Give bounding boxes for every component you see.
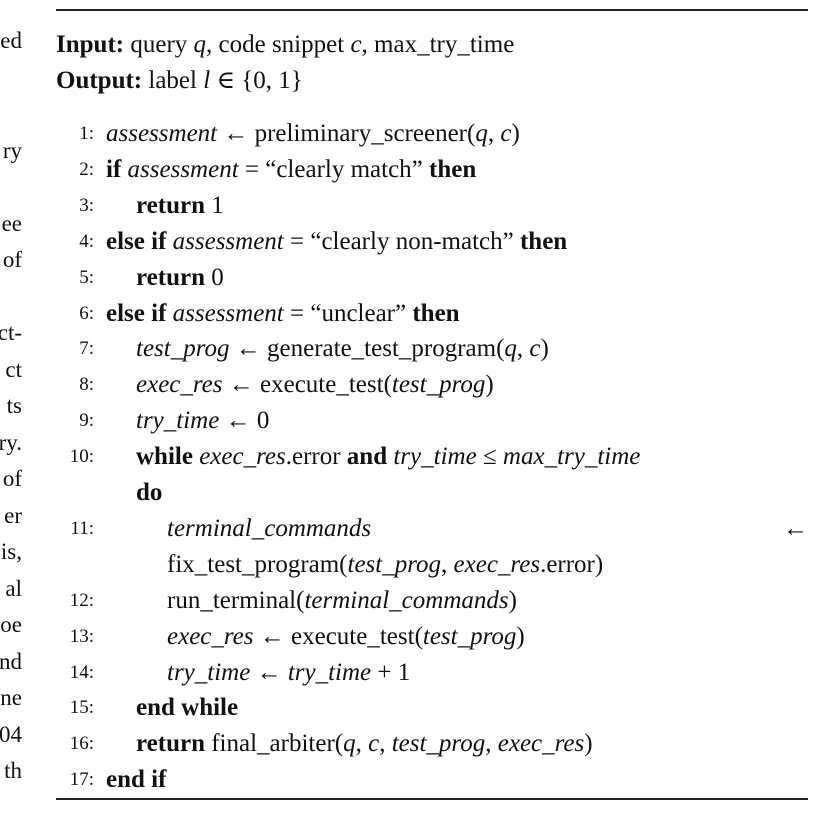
line-number: 5: [79, 266, 94, 288]
line-text: end while [136, 694, 239, 722]
left-text-fragment: ry. [0, 429, 22, 455]
line-number: 17: [69, 769, 94, 791]
line-text: run_terminal(terminal_commands) [167, 586, 517, 614]
line-text: do [136, 479, 163, 506]
output-text: label l ∈ {0, 1} [148, 67, 303, 94]
algorithm-line: fix_test_program(test_prog, exec_res.err… [56, 548, 808, 582]
left-text-fragment: ne [0, 685, 22, 710]
line-number: 7: [79, 338, 94, 360]
left-text-fragment: ct- [0, 320, 22, 345]
line-text: return 1 [136, 191, 224, 219]
line-number: 4: [79, 230, 94, 252]
line-number: 12: [69, 589, 94, 611]
line-number: 8: [79, 374, 94, 396]
line-number: 10: [69, 446, 94, 468]
algorithm-line: 8: exec_res ← execute_test(test_prog) [56, 368, 808, 402]
algorithm-line: 13: exec_res ← execute_test(test_prog) [56, 620, 808, 654]
algorithm-line: 3: return 1 [56, 189, 808, 223]
line-number: 11: [70, 517, 94, 539]
line-text: else if assessment = “unclear” then [106, 299, 460, 327]
algorithm-line: 7: test_prog ← generate_test_program(q, c… [56, 332, 808, 366]
left-text-fragment: of [2, 247, 22, 272]
algorithm-line: 4: else if assessment = “clearly non-matc… [56, 225, 808, 259]
left-text-fragment: nd [0, 648, 22, 674]
left-text-fragment: oe [0, 612, 22, 637]
left-text-fragment: ct [5, 356, 22, 382]
algorithm-line: 14: try_time ← try_time + 1 [56, 656, 808, 690]
algorithm-line: 12: run_terminal(terminal_commands) [56, 584, 808, 618]
algorithm-line: 1: assessment ← preliminary_screener(q, c… [56, 117, 808, 151]
line-text: try_time ← try_time + 1 [167, 658, 411, 686]
input-line: Input: query q, code snippet c, max_try_… [56, 30, 514, 60]
left-text-fragment: er [4, 502, 22, 528]
algorithm-line: 16: return final_arbiter(q, c, test_prog,… [56, 727, 808, 761]
line-number: 15: [69, 697, 94, 719]
line-text: assessment ← preliminary_screener(q, c) [106, 120, 520, 147]
output-line: Output: label l ∈ {0, 1} [56, 66, 303, 96]
line-text: return final_arbiter(q, c, test_prog, ex… [136, 730, 593, 758]
left-text-fragment: ry [2, 137, 22, 163]
algorithm-line: 11: terminal_commands ← [56, 512, 808, 546]
line-text: try_time ← 0 [136, 407, 270, 435]
algorithm-top-rule [56, 9, 808, 11]
line-number: 14: [69, 661, 94, 683]
left-column-fragments: ed ry ee of ct-ct ts ry. of er is, al oe nd ne 04 th [0, 0, 40, 826]
left-text-fragment: is, [0, 539, 22, 564]
line-text: test_prog ← generate_test_program(q, c) [136, 335, 549, 363]
left-text-fragment: th [4, 758, 22, 783]
line-text: if assessment = “clearly match” then [106, 155, 477, 183]
algorithm-line: 15: end while [56, 691, 808, 725]
algorithm-line: do [56, 476, 808, 510]
left-text-fragment: 04 [0, 721, 22, 747]
algorithm-line: 10: while exec_res.error and try_time ≤ m… [56, 440, 808, 474]
line-text: fix_test_program(test_prog, exec_res.err… [167, 550, 604, 578]
left-text-fragment: ed [0, 28, 22, 53]
line-number: 9: [79, 410, 94, 432]
line-text: return 0 [136, 263, 224, 291]
algorithm-line: 6: else if assessment = “unclear” then [56, 297, 808, 331]
left-text-fragment: ts [6, 393, 22, 418]
line-number: 3: [79, 194, 94, 216]
left-text-fragment: of [2, 466, 22, 491]
algorithm-line: 5: return 0 [56, 261, 808, 295]
algorithm-line: 2: if assessment = “clearly match” then [56, 153, 808, 187]
line-text: exec_res ← execute_test(test_prog) [136, 371, 494, 399]
line-text: end if [106, 766, 167, 794]
line-number: 1: [79, 123, 94, 144]
line-text: else if assessment = “clearly non-match”… [106, 227, 568, 255]
output-label: Output: [56, 67, 143, 94]
line-number: 6: [79, 302, 94, 324]
assign-arrow: ← [783, 514, 808, 542]
line-number: 16: [69, 733, 94, 755]
input-label: Input: [56, 31, 125, 58]
line-text: while exec_res.error and try_time ≤ max_… [136, 443, 641, 471]
algorithm-line: 9: try_time ← 0 [56, 404, 808, 438]
line-number: 13: [69, 625, 94, 647]
algorithm-bottom-rule [56, 798, 808, 800]
line-number: 2: [79, 158, 94, 180]
input-text: query q, code snippet c, max_try_time [130, 31, 515, 58]
line-text: terminal_commands [167, 514, 372, 542]
line-text: exec_res ← execute_test(test_prog) [167, 622, 525, 650]
algorithm-line: 17: end if [56, 763, 808, 797]
left-text-fragment: al [5, 575, 22, 601]
left-text-fragment: ee [1, 210, 22, 236]
